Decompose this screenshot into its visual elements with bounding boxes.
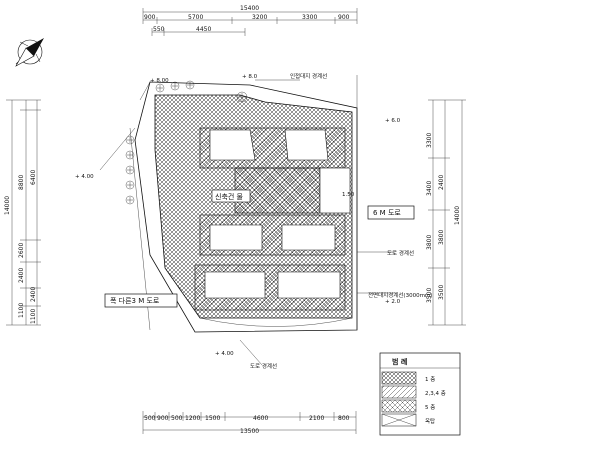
bottom-dim-2: 900	[157, 415, 169, 422]
bottom-dim-6: 4600	[253, 415, 268, 422]
legend-item-3: 5 층	[425, 403, 435, 411]
level-top-left: + 8.00	[150, 78, 169, 84]
right-outer-2: 3800	[438, 230, 445, 245]
bottom-dim-5: 1500	[205, 415, 220, 422]
legend: 범 례 1 층 2,3,4 층 5 층 옥탑	[379, 352, 461, 436]
right-callout-label: 전면대지경계선(3000mm)	[368, 291, 432, 299]
left-dimensions: 14000 8800 2600 2400 1100 6400 2400 1100	[4, 99, 41, 326]
bottom-overall-dim: 13500	[240, 428, 259, 435]
bottom-dim-4: 1200	[185, 415, 200, 422]
svg-text:6 M 도로: 6 M 도로	[373, 209, 401, 217]
left-outer-3: 2400	[18, 268, 25, 283]
right-inner-3: 3800	[426, 235, 433, 250]
left-outer-4: 1100	[18, 303, 25, 318]
top-dim-2: 5700	[188, 14, 203, 21]
left-inner-1: 6400	[30, 170, 37, 185]
bottom-dim-8: 800	[338, 415, 350, 422]
top-dim-4: 3300	[302, 14, 317, 21]
right-inner-1: 3300	[426, 133, 433, 148]
road-label-left: 폭 다른3 M 도로	[104, 293, 178, 308]
legend-item-4: 옥탑	[425, 417, 435, 425]
level-left: + 4.00	[75, 174, 94, 180]
svg-text:폭 다른3 M 도로: 폭 다른3 M 도로	[110, 296, 160, 305]
callouts: 인접대지 경계선 도로 경계선 전면대지경계선(3000mm) 도로 경계선	[239, 72, 432, 370]
north-arrow-icon	[15, 38, 44, 67]
left-outer-2: 2600	[18, 243, 25, 258]
level-top: + 8.0	[242, 74, 258, 80]
building-footprint	[154, 94, 353, 327]
svg-text:신축건 물: 신축건 물	[215, 192, 244, 201]
bottom-callout-label: 도로 경계선	[250, 362, 277, 370]
left-inner-2: 2400	[30, 287, 37, 302]
top-dimensions: 15400 900 5700 3200 3300 900 550 4450	[142, 5, 358, 36]
legend-title: 범 례	[392, 357, 407, 366]
level-right: + 6.0	[385, 118, 401, 124]
legend-item-2: 2,3,4 층	[425, 389, 446, 397]
right-outer-1: 2400	[438, 175, 445, 190]
bottom-dim-1: 500	[144, 415, 156, 422]
center-building-label: 신축건 물	[211, 189, 251, 203]
left-overall-dim: 14000	[4, 196, 11, 215]
right-outer-3: 3500	[438, 285, 445, 300]
level-bottom: + 4.00	[215, 351, 234, 357]
road-label-right: 6 M 도로	[367, 205, 415, 220]
legend-item-1: 1 층	[425, 375, 435, 383]
right-inner-2: 3400	[426, 181, 433, 196]
legend-swatch-2	[381, 385, 417, 399]
level-middle: 1.50	[342, 192, 355, 198]
top-dim-1: 900	[144, 14, 156, 21]
mid-callout-label: 도로 경계선	[387, 249, 414, 257]
right-inner-4: 3500	[426, 288, 433, 303]
top-callout-label: 인접대지 경계선	[290, 72, 327, 80]
top-dim-row2-1: 550	[153, 26, 165, 33]
top-overall-dim: 15400	[240, 5, 259, 12]
right-overall-dim: 14000	[454, 206, 461, 225]
bottom-dim-7: 2100	[309, 415, 324, 422]
bottom-dim-3: 500	[171, 415, 183, 422]
top-dim-3: 3200	[252, 14, 267, 21]
right-dimensions: 3300 3400 3800 3500 2400 3800 3500 14000	[426, 99, 466, 326]
bottom-dimensions: 500 900 500 1200 1500 4600 2100 800 1350…	[142, 411, 357, 435]
legend-swatch-1	[381, 371, 417, 385]
top-dim-row2-2: 4450	[196, 26, 211, 33]
level-marks: + 8.0 + 8.00 + 4.00 + 6.0 + 2.0 + 4.00 1…	[75, 74, 401, 357]
level-bottom-right: + 2.0	[385, 299, 401, 305]
left-outer-1: 8800	[18, 175, 25, 190]
legend-swatch-3	[381, 399, 417, 413]
left-inner-3: 1100	[30, 309, 37, 324]
top-dim-5: 900	[338, 14, 350, 21]
